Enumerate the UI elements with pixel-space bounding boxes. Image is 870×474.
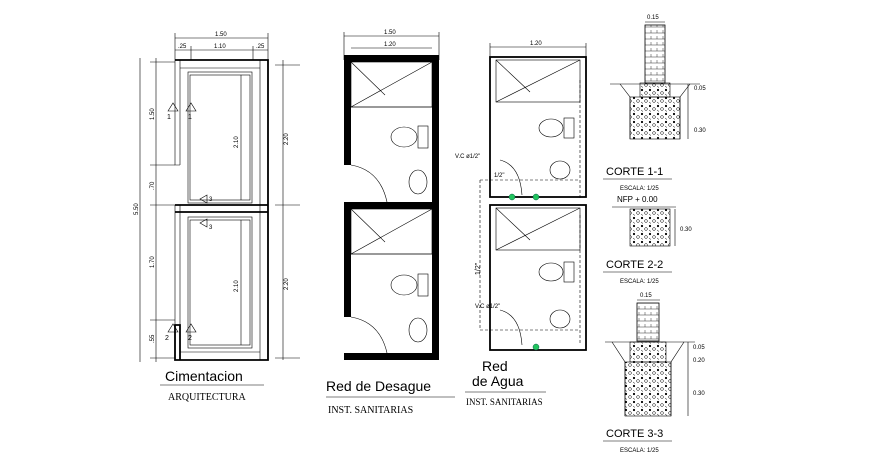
desague-title: Red de Desague [326,378,431,394]
desague-subtitle: INST. SANITARIAS [328,405,413,416]
section-marker-2 [167,323,179,333]
section-marker-1b [185,102,197,112]
dim-left-d: .55 [150,334,156,343]
cimentacion-subtitle: ARQUITECTURA [168,392,247,403]
section-marker-2b [185,323,197,333]
red-desague-plan: 1.50 1.20 Red de Desague INST. SANITARIA… [326,30,455,416]
dim-left-c: 1.70 [150,256,156,268]
corte1-top-dim: 0.15 [647,15,659,21]
dim-inner-lower: 2.10 [234,280,240,292]
dim-right-upper: 2.20 [284,133,290,145]
corte3-dim-b: 0.20 [693,358,705,364]
dim-left-total: 5.50 [134,203,140,215]
section-label-3b: 3 [209,225,213,231]
dim-left-a: 1.50 [150,108,156,120]
agua-subtitle: INST. SANITARIAS [466,397,543,407]
corte2-dim-a: 0.30 [680,227,692,233]
dim-top-left: .25 [178,44,187,50]
corte3-top-dim: 0.15 [640,293,652,299]
corte2-scale: ESCALA: 1/25 [620,279,659,285]
cimentacion-title: Cimentacion [165,368,243,384]
section-marker-3 [199,194,208,204]
corte1-dim-a: 0.05 [694,86,706,92]
desague-dim-top-inner: 1.20 [384,42,396,48]
dim-right-lower: 2.20 [284,278,290,290]
agua-vc-upper: V.C ø1/2" [455,154,480,160]
red-agua-plan: 1.20 V.C ø1/2" V.C ø1/2" 1/2" 1/2" Red d… [455,41,587,407]
corte2-title: CORTE 2-2 [606,259,663,271]
dim-inner-upper: 2.10 [234,136,240,148]
section-label-2b: 2 [188,335,192,342]
corte1-title: CORTE 1-1 [606,166,663,178]
agua-title-line1: Red [482,358,508,374]
agua-title-line2: de Agua [472,373,524,389]
agua-pipe-label: 1/2" [494,173,504,179]
dim-top-total: 1.50 [215,32,227,38]
section-marker-1 [167,102,179,112]
corte3-scale: ESCALA: 1/25 [620,448,659,454]
section-label-1b: 1 [188,114,192,121]
section-label-3a: 3 [209,197,213,203]
corte1-scale: ESCALA: 1/25 [620,186,659,192]
section-label-2a: 2 [165,335,169,342]
dim-left-b: .70 [150,181,156,190]
corte-2-2: NFP + 0.00 0.30 CORTE 2-2 ESCALA: 1/25 [603,195,692,285]
agua-vc-lower: V.C ø1/2" [475,304,500,310]
agua-dim-top-inner: 1.20 [530,41,542,47]
section-label-1a: 1 [167,114,171,121]
corte-3-3: 0.15 0.05 0.20 0.30 CORTE 3-3 ESCALA: 1/… [603,293,705,454]
dim-top-right: .25 [256,44,265,50]
corte2-nfp: NFP + 0.00 [617,195,658,204]
corte3-title: CORTE 3-3 [606,428,663,440]
dim-top-inner: 1.10 [214,44,226,50]
corte3-dim-c: 0.30 [693,391,705,397]
corte1-dim-b: 0.30 [694,128,706,134]
agua-riser-label: 1/2" [475,262,482,275]
section-marker-3b [199,218,208,228]
desague-dim-top-total: 1.50 [384,30,396,36]
corte-1-1: 0.15 0.05 0.30 CORTE 1-1 ESCALA: 1/25 [603,15,706,192]
cimentacion-plan: 1.50 .25 1.10 .25 5.50 1.50 .70 1.70 .55 [134,32,300,403]
corte3-dim-a: 0.05 [693,345,705,351]
